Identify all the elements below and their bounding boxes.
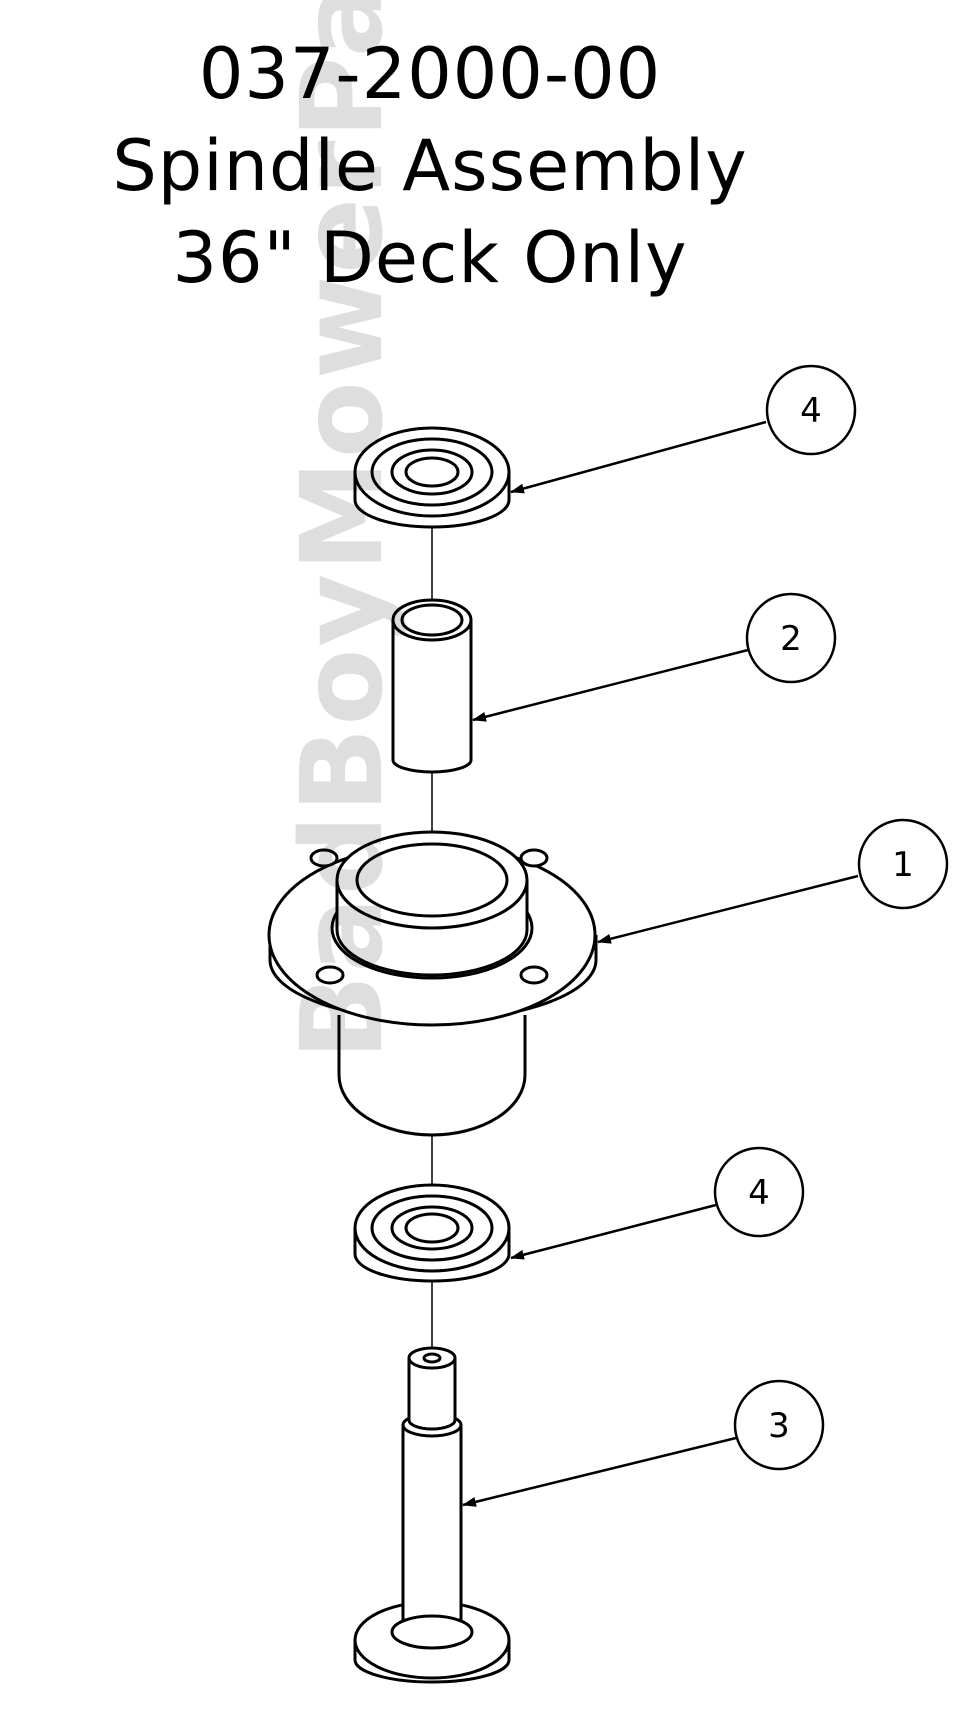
assembly-name: Spindle Assembly — [112, 125, 748, 207]
callout-shaft: 3 — [733, 1379, 825, 1471]
callout-spacer: 2 — [745, 592, 837, 684]
spacer-tube — [391, 598, 473, 774]
leader-shaft — [462, 1436, 737, 1507]
bearing-bottom — [353, 1183, 511, 1283]
callout-housing-label: 1 — [892, 845, 914, 885]
spindle-housing — [267, 830, 598, 1137]
callout-spacer-label: 2 — [780, 619, 802, 659]
callout-bearing-bottom-label: 4 — [748, 1173, 770, 1213]
callout-bearing-top-label: 4 — [800, 391, 822, 431]
leader-spacer — [472, 648, 749, 722]
callout-bearing-bottom: 4 — [713, 1146, 805, 1238]
title-block: 037-2000-00 Spindle Assembly 36" Deck On… — [0, 28, 860, 304]
callout-housing: 1 — [857, 818, 949, 910]
bearing-top — [353, 426, 511, 529]
leader-bearing-bottom — [510, 1203, 717, 1260]
leader-housing — [597, 874, 859, 944]
part-number: 037-2000-00 — [198, 33, 662, 115]
spindle-shaft — [353, 1346, 511, 1684]
callout-bearing-top: 4 — [765, 364, 857, 456]
deck-note: 36" Deck Only — [172, 217, 688, 299]
callout-shaft-label: 3 — [768, 1406, 790, 1446]
leader-bearing-top — [510, 420, 767, 494]
